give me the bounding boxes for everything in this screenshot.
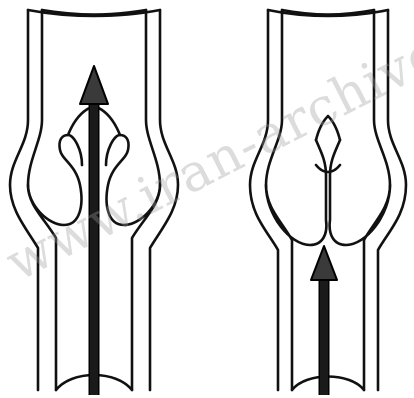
closed-valve-arrow-head xyxy=(311,246,337,280)
open-valve-left-outer-wall xyxy=(10,10,38,390)
open-valve-arrow-head xyxy=(80,66,108,104)
closed-valve-left-outer-wall xyxy=(250,10,278,390)
closed-valve-cusp-seam xyxy=(316,165,340,172)
closed-valve-right-cusp xyxy=(330,140,390,245)
watermark-text: www.iran-archive xyxy=(0,23,414,294)
